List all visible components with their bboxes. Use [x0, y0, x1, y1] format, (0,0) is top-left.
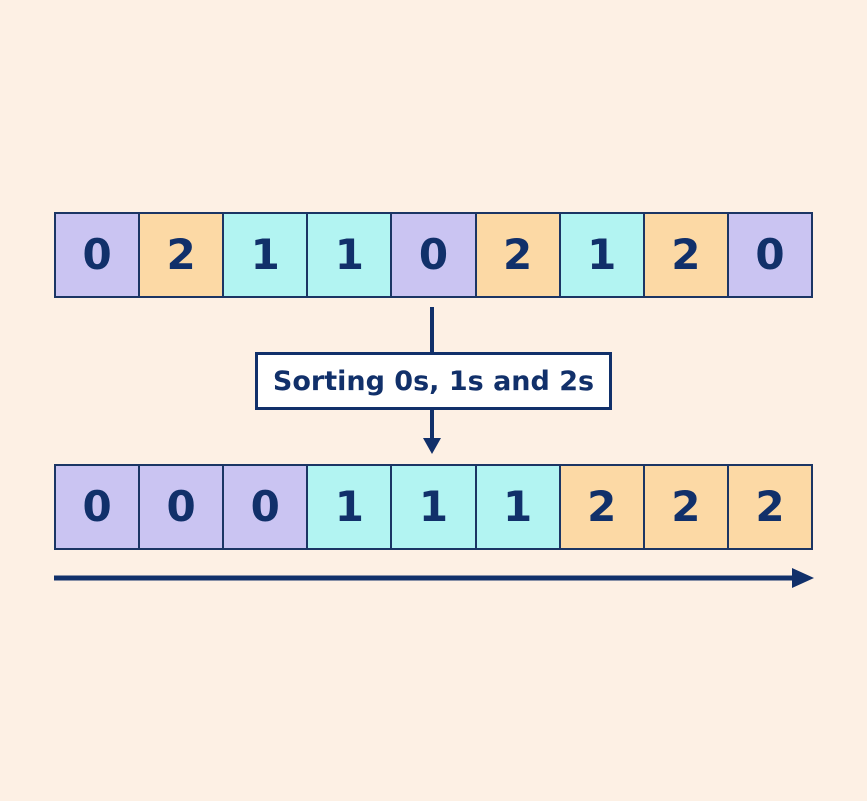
array-cell: 2	[642, 464, 729, 550]
array-cell: 0	[54, 464, 141, 550]
array-cell: 1	[474, 464, 561, 550]
array-cell: 1	[222, 212, 309, 298]
array-cell: 2	[726, 464, 813, 550]
array-cell: 2	[558, 464, 645, 550]
array-cell: 1	[306, 464, 393, 550]
array-cell: 2	[474, 212, 561, 298]
flow-line-top	[430, 307, 434, 353]
array-cell: 1	[306, 212, 393, 298]
array-cell: 0	[726, 212, 813, 298]
process-label-text: Sorting 0s, 1s and 2s	[272, 365, 595, 397]
array-cell: 2	[642, 212, 729, 298]
sorted-array: 0 0 0 1 1 1 2 2 2	[54, 464, 813, 550]
axis-arrow-right-icon	[54, 568, 814, 588]
array-cell: 0	[138, 464, 225, 550]
array-cell: 1	[558, 212, 645, 298]
array-cell: 0	[222, 464, 309, 550]
array-cell: 2	[138, 212, 225, 298]
flow-arrow-down-icon	[423, 410, 441, 454]
array-cell: 0	[390, 212, 477, 298]
array-cell: 1	[390, 464, 477, 550]
array-cell: 0	[54, 212, 141, 298]
unsorted-array: 0 2 1 1 0 2 1 2 0	[54, 212, 813, 298]
process-label-box: Sorting 0s, 1s and 2s	[255, 352, 612, 410]
